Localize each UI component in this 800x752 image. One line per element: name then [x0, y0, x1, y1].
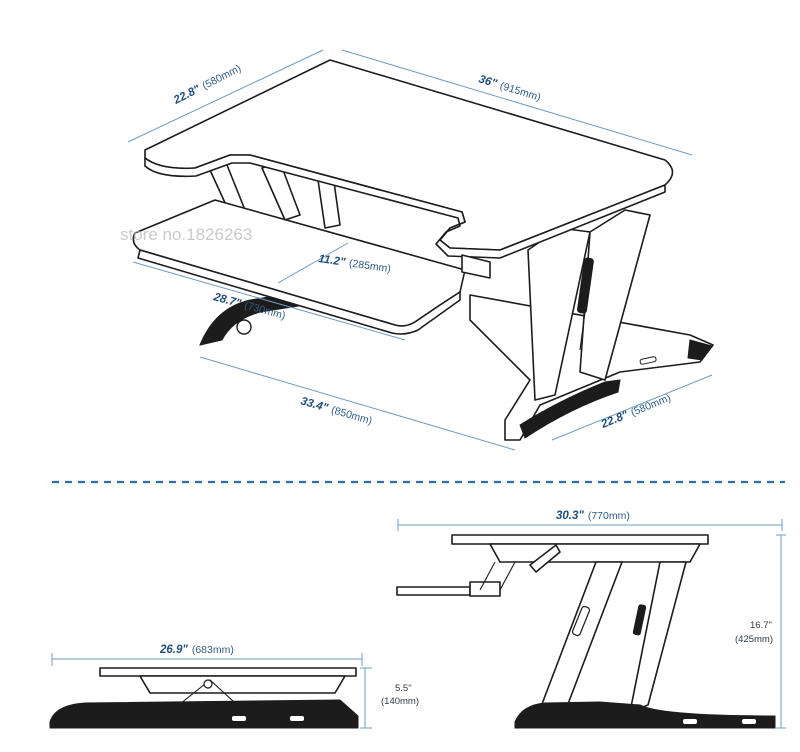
base-foot-front	[519, 379, 621, 439]
raised-top-surface	[451, 534, 709, 545]
raised-tray-arms	[479, 561, 516, 591]
raised-keyboard-tray	[396, 586, 471, 596]
label-lowered-height-metric: (140mm)	[381, 696, 419, 707]
raised-base-slot-1	[683, 719, 697, 724]
raised-lever	[529, 544, 561, 573]
dim-base-depth	[551, 374, 713, 441]
label-raised-height-metric: (425mm)	[735, 634, 773, 645]
raised-rear-leg	[629, 561, 687, 713]
gas-spring	[577, 257, 594, 314]
label-base-width: 33.4"(850mm)	[299, 395, 373, 427]
dim-top-width	[341, 49, 693, 156]
lowered-base	[49, 699, 359, 729]
gas-spring-rod	[579, 311, 586, 351]
keyboard-tray-edge	[137, 249, 461, 335]
lowered-side-view: 26.9"(683mm) 5.5" (140mm)	[49, 644, 419, 729]
lowered-base-slot-1	[232, 716, 246, 721]
raised-base-slot-2	[742, 719, 756, 724]
dim-keyboard-width	[132, 261, 406, 341]
right-lift-arm-inner	[579, 209, 651, 381]
left-pivot	[236, 319, 252, 335]
label-base-depth: 22.8"(580mm)	[599, 392, 673, 431]
lowered-pivot	[203, 679, 213, 689]
raised-leg-slot	[571, 605, 591, 637]
label-keyboard-depth: 11.2"(285mm)	[318, 253, 392, 275]
raised-side-view: 30.3"(770mm) 16.7" (425mm)	[396, 510, 786, 729]
lowered-base-slot-2	[290, 716, 304, 721]
lowered-top-surface	[99, 667, 357, 677]
base-slot	[639, 356, 657, 365]
raised-under-frame	[489, 543, 701, 563]
raised-front-leg	[533, 561, 623, 726]
label-top-width: 36"(915mm)	[477, 73, 542, 103]
dim-keyboard-depth	[277, 242, 349, 284]
label-raised-width: 30.3"(770mm)	[556, 510, 630, 522]
raised-base	[514, 701, 776, 729]
label-top-depth: 22.8"(580mm)	[171, 62, 243, 107]
dim-top-depth	[127, 49, 324, 143]
raised-gas-spring	[632, 604, 647, 636]
work-surface-edge	[144, 154, 666, 259]
dim-base-width	[199, 356, 516, 451]
label-lowered-height-imperial: 5.5"	[395, 683, 412, 694]
raised-tray-bracket	[469, 581, 501, 597]
tray-bracket	[461, 254, 491, 279]
isometric-desk-view: 22.8"(580mm) 36"(915mm) 11.2"(285mm) 28.…	[120, 49, 714, 451]
base-foot-back	[687, 339, 713, 361]
label-raised-height-imperial: 16.7"	[750, 620, 772, 631]
label-lowered-width: 26.9"(683mm)	[159, 644, 234, 656]
lowered-under-frame	[139, 675, 346, 694]
watermark-text: store no.1826263	[120, 225, 252, 244]
